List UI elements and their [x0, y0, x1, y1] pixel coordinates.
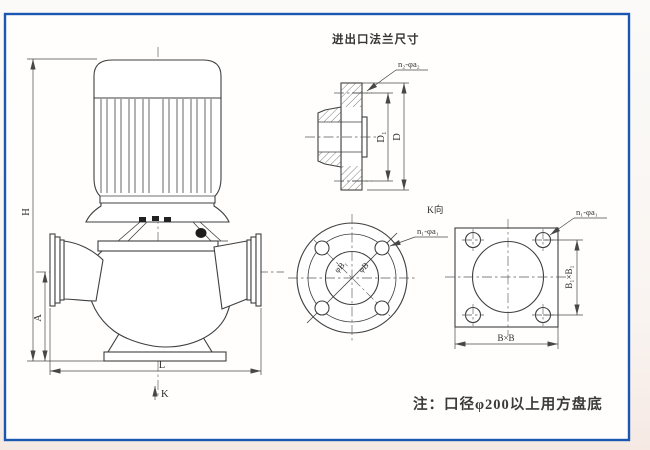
k-direction-view: K向 φB₁ φB n₁-φa₁: [288, 204, 448, 342]
motor-fins: [100, 99, 212, 193]
dim-label-A: A: [33, 314, 44, 322]
square-base-bolt-callout: n₁-φa₁: [549, 207, 607, 236]
flange-detail-title: 进出口法兰尺寸: [332, 32, 420, 46]
dim-D1: D₁: [352, 92, 393, 182]
dim-label-L: L: [159, 360, 165, 371]
pump-baseplate: [103, 351, 227, 362]
square-base-bolt-callout-label: n₁-φa₁: [576, 207, 598, 217]
k-arrow-label: K: [161, 389, 169, 400]
pump-elevation-view: H A L K: [21, 47, 284, 400]
k-view-title: K向: [427, 204, 443, 216]
k-view-bolt-callout-label: n₁-φa₁: [417, 226, 439, 236]
dim-A: A: [33, 272, 48, 361]
suction-flange: [49, 233, 65, 307]
motor-cap: [93, 59, 222, 99]
dim-label-BxB: B×B: [497, 333, 514, 343]
suction-branch: [63, 240, 104, 302]
flange-bolt-callout-label: n₂-φa₂: [398, 59, 420, 69]
dim-BxB: B×B: [454, 327, 559, 349]
dim-D: D: [362, 82, 409, 191]
casing-top-flange: [97, 240, 219, 252]
discharge-flange: [246, 233, 262, 307]
square-base-view: n₁-φa₁ B₁×B₁ B×B: [445, 207, 607, 349]
motor-stool: [85, 202, 230, 223]
dim-label-D1: D₁: [376, 131, 387, 142]
flange-bolt-callout: n₂-φa₂: [366, 59, 428, 92]
k-view-arrow: K: [152, 386, 169, 400]
dim-L: L: [49, 308, 262, 375]
dim-B1xB1: B₁×B₁: [543, 239, 583, 316]
dim-label-D: D: [392, 133, 403, 141]
flange-section-view: 进出口法兰尺寸 n₂-φa₂ D₁: [305, 32, 428, 191]
k-view-bolt-callout: n₁-φa₁: [389, 226, 448, 247]
bolt-holes: [314, 240, 390, 316]
note-text: 注：口径φ200以上用方盘底: [413, 395, 603, 413]
dim-H: H: [21, 58, 104, 362]
grease-plug: [195, 228, 207, 238]
dim-label-H: H: [21, 208, 32, 216]
dim-label-B1xB1: B₁×B₁: [564, 265, 574, 288]
motor-body: [93, 97, 222, 204]
